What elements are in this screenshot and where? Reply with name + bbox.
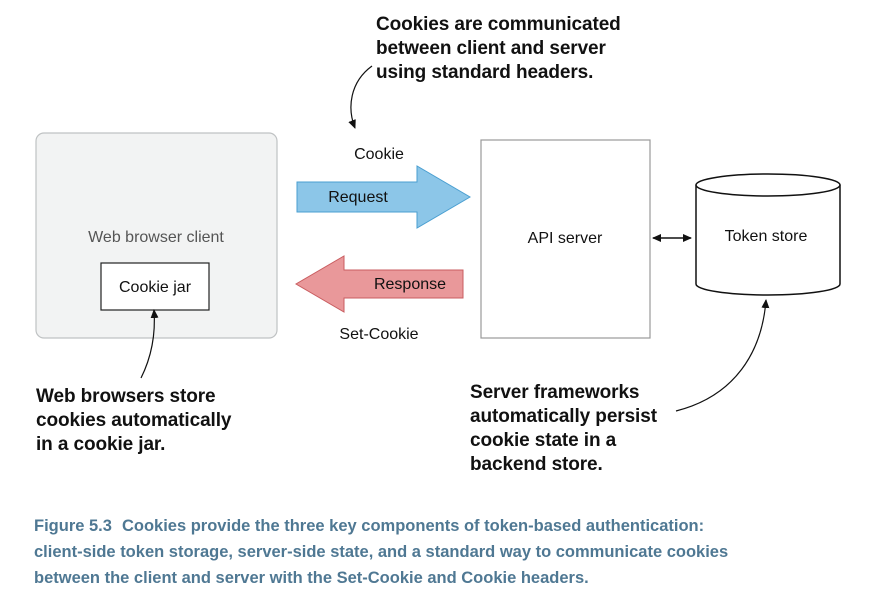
token-store-cylinder xyxy=(695,173,841,296)
figure-label: Figure 5.3 xyxy=(34,517,112,535)
caption-line: between the client and server with the S… xyxy=(34,569,589,587)
caption-line: Figure 5.3 Cookies provide the three key … xyxy=(34,513,854,539)
right-annotation-line: automatically persist xyxy=(470,406,657,427)
token-store-label: Token store xyxy=(725,228,808,245)
figure-caption: Figure 5.3 Cookies provide the three key … xyxy=(34,513,854,591)
cookie-jar-label: Cookie jar xyxy=(119,279,192,296)
request-arrow xyxy=(296,165,471,229)
right-annotation-line: Server frameworks xyxy=(470,382,640,403)
api-server-box xyxy=(480,139,651,339)
cookie-jar-box xyxy=(100,262,210,311)
web-browser-client-label: Web browser client xyxy=(88,229,224,246)
web-browser-client-box xyxy=(35,132,278,339)
right-annotation-line: cookie state in a xyxy=(470,430,617,451)
right-annotation: Server frameworks automatically persist … xyxy=(470,381,657,477)
left-annotation-line: Web browsers store xyxy=(36,386,216,407)
set-cookie-header-label: Set-Cookie xyxy=(339,326,418,343)
response-arrow xyxy=(295,255,464,313)
cookie-header-label: Cookie xyxy=(354,146,404,163)
top-annotation-line: between client and server xyxy=(376,38,606,59)
top-annotation: Cookies are communicated between client … xyxy=(376,13,621,85)
api-server-label: API server xyxy=(528,230,603,247)
left-annotation: Web browsers store cookies automatically… xyxy=(36,385,231,457)
left-annotation-line: in a cookie jar. xyxy=(36,434,166,455)
request-label: Request xyxy=(328,189,388,206)
top-annotation-line: using standard headers. xyxy=(376,62,594,83)
right-annotation-line: backend store. xyxy=(470,454,603,475)
caption-line-1-text: Cookies provide the three key components… xyxy=(121,517,705,535)
left-annotation-line: cookies automatically xyxy=(36,410,232,431)
left-annotation-pointer xyxy=(140,309,159,379)
response-label: Response xyxy=(374,276,446,293)
top-annotation-pointer xyxy=(348,65,373,129)
top-annotation-line: Cookies are communicated xyxy=(376,14,621,35)
caption-line: client-side token storage, server-side s… xyxy=(34,543,729,561)
right-annotation-pointer xyxy=(675,299,770,412)
